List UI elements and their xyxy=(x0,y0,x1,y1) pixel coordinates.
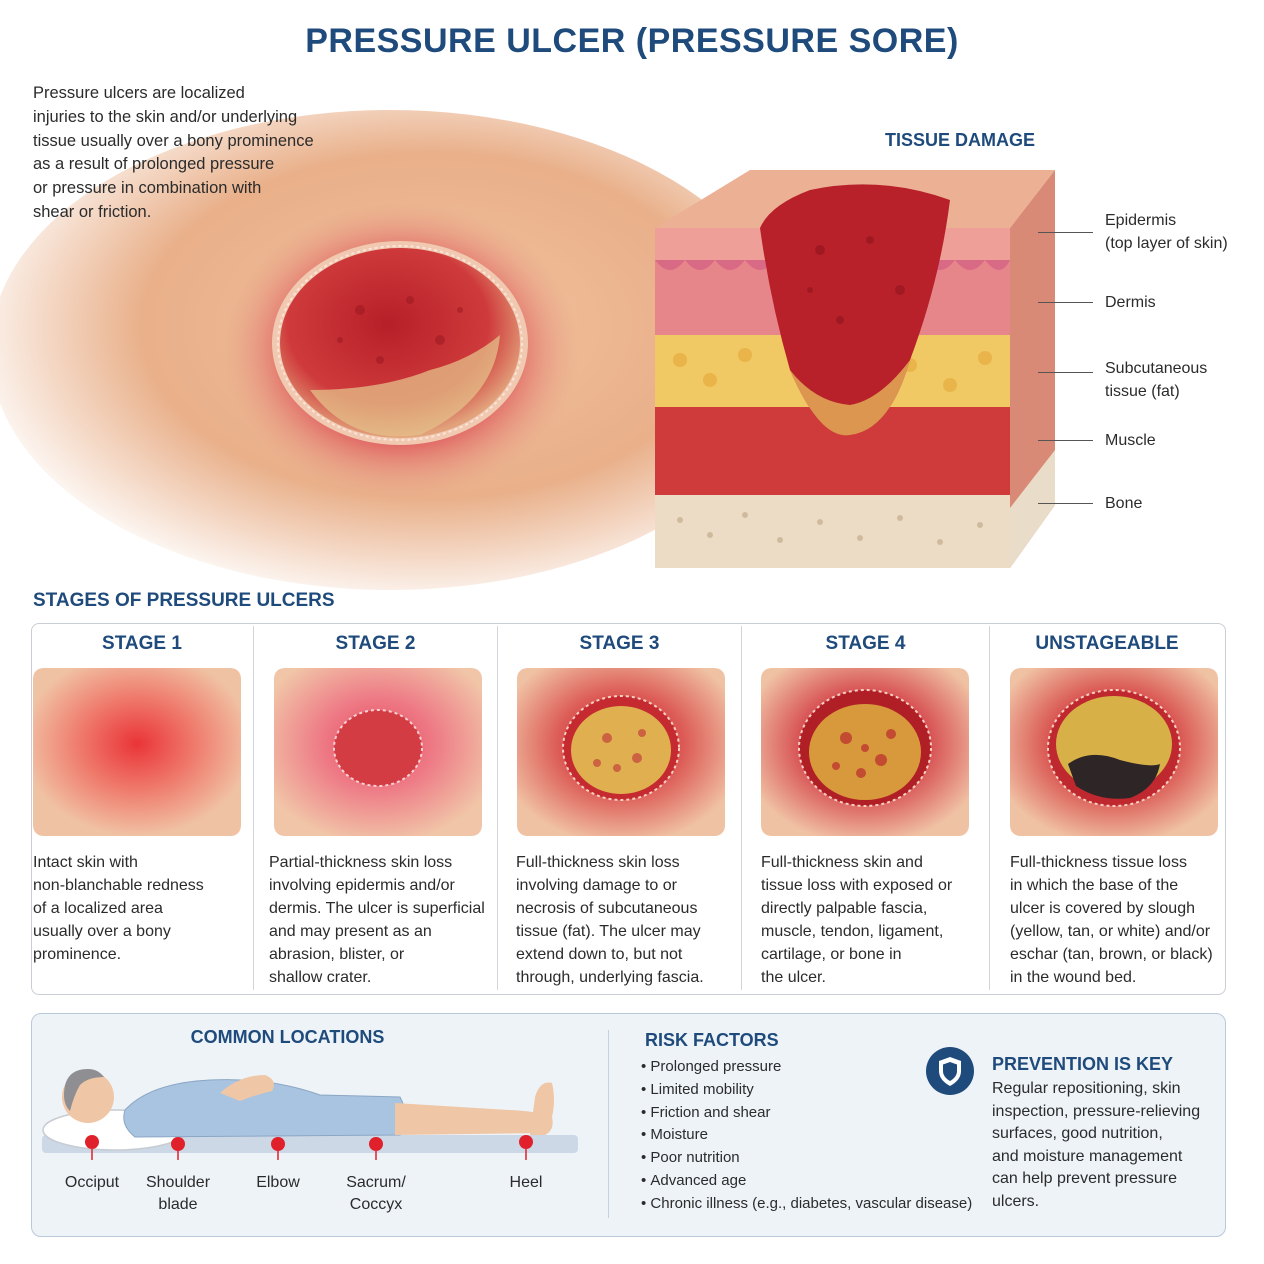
wound-illustration xyxy=(0,110,760,590)
location-occiput: Occiput xyxy=(64,1174,120,1191)
stage-4-image xyxy=(761,668,969,836)
stage-divider xyxy=(497,626,498,990)
list-item: Limited mobility xyxy=(641,1079,972,1102)
location-shoulder-blade: Shoulder blade xyxy=(145,1174,211,1213)
intro-text: Pressure ulcers are localized injuries t… xyxy=(33,84,314,221)
location-elbow: Elbow xyxy=(256,1174,300,1191)
page-title: PRESSURE ULCER (PRESSURE SORE) xyxy=(305,22,959,60)
stage-1-description: Intact skin with non-blanchable redness … xyxy=(33,854,204,963)
leader-epidermis xyxy=(1038,232,1093,233)
stage-divider xyxy=(253,626,254,990)
stage-4-description: Full-thickness skin and tissue loss with… xyxy=(761,854,953,986)
stage-4-heading: STAGE 4 xyxy=(825,633,906,654)
layer-label-subcutaneous: Subcutaneous tissue (fat) xyxy=(1105,360,1208,400)
prevention-title: PREVENTION IS KEY xyxy=(992,1054,1174,1074)
tissue-cross-section xyxy=(655,170,1055,568)
leader-subcutaneous xyxy=(1038,372,1093,373)
stage-divider xyxy=(741,626,742,990)
list-item: Prolonged pressure xyxy=(641,1056,972,1079)
unstageable-heading: UNSTAGEABLE xyxy=(1035,633,1179,654)
layer-label-bone: Bone xyxy=(1105,495,1143,512)
layer-label-dermis: Dermis xyxy=(1105,294,1156,311)
tissue-damage-title: TISSUE DAMAGE xyxy=(884,130,1035,150)
stages-title: STAGES OF PRESSURE ULCERS xyxy=(33,590,335,611)
layer-label-epidermis: Epidermis (top layer of skin) xyxy=(1105,212,1228,252)
stage-2-image xyxy=(274,668,482,836)
stage-3-description: Full-thickness skin loss involving damag… xyxy=(516,854,704,986)
stage-divider xyxy=(989,626,990,990)
panel-divider xyxy=(608,1030,609,1218)
locations-title: COMMON LOCATIONS xyxy=(190,1027,385,1047)
stage-1-image xyxy=(33,668,241,836)
unstageable-description: Full-thickness tissue loss in which the … xyxy=(1010,854,1213,986)
list-item: Advanced age xyxy=(641,1170,972,1193)
location-sacrum-coccyx: Sacrum/ Coccyx xyxy=(346,1174,406,1213)
stage-3-image xyxy=(517,668,725,836)
stage-3-heading: STAGE 3 xyxy=(579,633,660,654)
stage-2-description: Partial-thickness skin loss involving ep… xyxy=(269,854,485,986)
list-item: Poor nutrition xyxy=(641,1147,972,1170)
patient-figure xyxy=(42,1069,578,1160)
leader-dermis xyxy=(1038,302,1093,303)
leader-muscle xyxy=(1038,440,1093,441)
prevention-text: Regular repositioning, skin inspection, … xyxy=(992,1080,1201,1210)
unstageable-image xyxy=(1010,668,1218,836)
leader-bone xyxy=(1038,503,1093,504)
list-item: Friction and shear xyxy=(641,1102,972,1125)
shield-icon xyxy=(926,1047,974,1095)
list-item: Chronic illness (e.g., diabetes, vascula… xyxy=(641,1193,972,1216)
layer-label-muscle: Muscle xyxy=(1105,432,1156,449)
location-heel: Heel xyxy=(509,1174,543,1191)
risk-factors-title: RISK FACTORS xyxy=(645,1030,779,1050)
risk-factors-list: Prolonged pressure Limited mobility Fric… xyxy=(641,1056,972,1216)
stage-2-heading: STAGE 2 xyxy=(335,633,416,654)
stage-1-heading: STAGE 1 xyxy=(102,633,182,654)
list-item: Moisture xyxy=(641,1124,972,1147)
